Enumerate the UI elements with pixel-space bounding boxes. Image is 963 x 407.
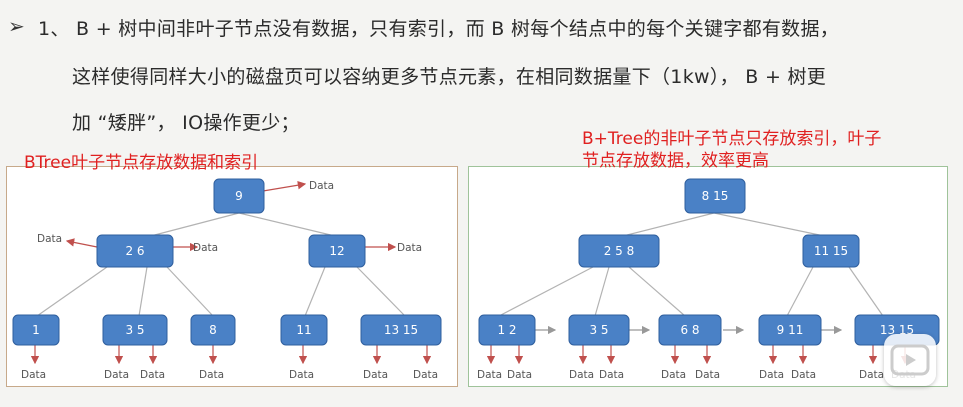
node-label: 8 15 [702, 189, 729, 203]
btree-leaf-node [12, 314, 60, 346]
data-label: Data [199, 369, 224, 381]
text-line-2: 这样使得同样大小的磁盘页可以容纳更多节点元素，在相同数据量下（1kw）， B +… [72, 66, 827, 88]
node-label: 2 6 [125, 244, 144, 258]
bplus-leaf-node [758, 314, 822, 346]
btree-root-node [213, 178, 265, 214]
data-label: Data [104, 369, 129, 381]
video-play-icon [890, 344, 930, 376]
video-play-button[interactable] [884, 334, 936, 386]
node-label: 12 [329, 244, 344, 258]
node-label: 13 15 [384, 323, 418, 337]
bullet-icon: ➢ [8, 14, 25, 38]
bplus-leaf-node [658, 314, 722, 346]
btree-leaf-node [102, 314, 168, 346]
btree-mid-right-node [308, 234, 366, 268]
bplustree-caption-line2: 节点存放数据，效率更高 [582, 151, 769, 171]
text-line-3: 加 “矮胖”， IO操作更少； [72, 112, 300, 134]
node-label: 9 [235, 189, 243, 203]
btree-leaf-node [360, 314, 442, 346]
bplus-leaf-node [478, 314, 536, 346]
data-label: Data [477, 369, 502, 381]
node-label: 1 2 [497, 323, 516, 337]
data-label: Data [791, 369, 816, 381]
data-label: Data [289, 369, 314, 381]
btree-mid-left-node [96, 234, 174, 268]
node-label: 11 [296, 323, 311, 337]
data-label: Data [21, 369, 46, 381]
btree-leaf-node [190, 314, 236, 346]
bplustree-caption: B+Tree的非叶子节点只存放索引，叶子 节点存放数据，效率更高 [582, 128, 881, 172]
data-label: Data [695, 369, 720, 381]
node-label: 11 15 [814, 244, 848, 258]
data-label: Data [759, 369, 784, 381]
data-label: Data [413, 369, 438, 381]
bplustree-diagram: 8 15 2 5 8 11 15 1 2 3 5 6 8 9 11 13 15 … [477, 178, 940, 381]
node-label: 6 8 [680, 323, 699, 337]
bplus-root-node [684, 178, 746, 214]
node-label: 1 [32, 323, 40, 337]
data-label: Data [569, 369, 594, 381]
btree-diagram: 9 2 6 12 1 3 5 8 11 13 15 Data Data Data… [12, 178, 442, 381]
node-label: 2 5 8 [604, 244, 635, 258]
btree-panel: 9 2 6 12 1 3 5 8 11 13 15 Data Data Data… [6, 166, 458, 387]
data-label: Data [37, 233, 62, 245]
data-label: Data [193, 242, 218, 254]
btree-leaf-node [280, 314, 328, 346]
bplus-leaf-node [568, 314, 630, 346]
data-label: Data [363, 369, 388, 381]
data-label: Data [599, 369, 624, 381]
node-label: 8 [209, 323, 217, 337]
node-label: 3 5 [125, 323, 144, 337]
btree-caption: BTree叶子节点存放数据和索引 [24, 153, 259, 173]
node-label: 13 15 [880, 323, 914, 337]
data-label: Data [661, 369, 686, 381]
bplustree-panel: 8 15 2 5 8 11 15 1 2 3 5 6 8 9 11 13 15 … [468, 166, 948, 387]
data-label: Data [859, 369, 884, 381]
text-line-1: 1、 B + 树中间非叶子节点没有数据，只有索引，而 B 树每个结点中的每个关键… [38, 18, 840, 40]
data-label: Data [507, 369, 532, 381]
data-label: Data [309, 180, 334, 192]
node-label: 3 5 [589, 323, 608, 337]
bplus-mid-left-node [578, 234, 660, 268]
bplustree-caption-line1: B+Tree的非叶子节点只存放索引，叶子 [582, 129, 882, 149]
data-label: Data [140, 369, 165, 381]
bplus-mid-right-node [802, 234, 860, 268]
data-label: Data [397, 242, 422, 254]
node-label: 9 11 [777, 323, 804, 337]
